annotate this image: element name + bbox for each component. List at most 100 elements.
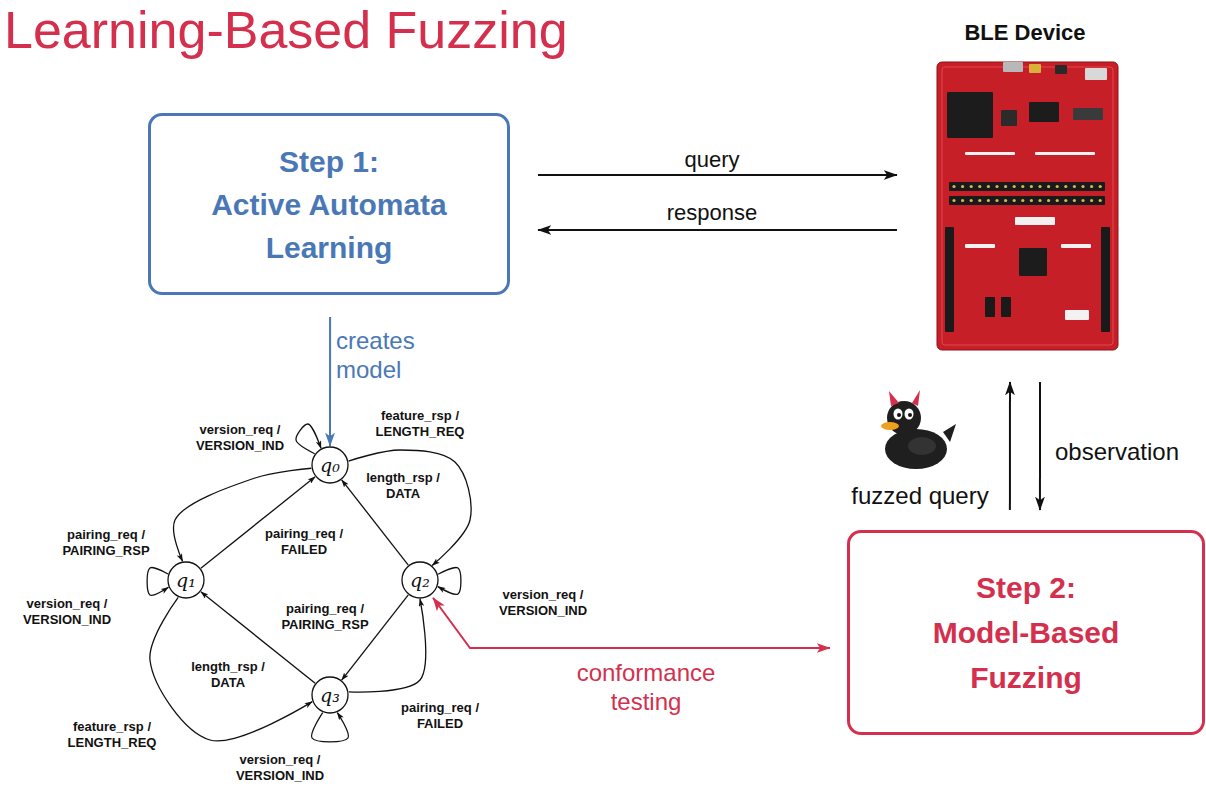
- header-pin: [1056, 199, 1059, 202]
- state-circle: q₁: [167, 561, 205, 599]
- header-pin: [1081, 199, 1084, 202]
- step-title: Active Automata Learning: [189, 183, 469, 269]
- state-name: q₀: [320, 454, 340, 476]
- duck-pupil: [908, 413, 912, 417]
- state-circle-outline: [312, 677, 348, 713]
- connector-arrow: [538, 229, 897, 231]
- edge-label: feature_rsp / LENGTH_REQ: [372, 407, 468, 440]
- connector-arrow: [433, 598, 830, 648]
- header-pin: [952, 185, 955, 188]
- duck-eye: [894, 409, 903, 420]
- edge-label: version_req / VERSION_IND: [192, 421, 288, 454]
- devil-duck-icon: [881, 390, 956, 469]
- header-pin: [1030, 199, 1033, 202]
- header-pin: [1099, 199, 1102, 202]
- header-pin: [970, 185, 973, 188]
- header-pin: [1073, 199, 1076, 202]
- board-part: [949, 196, 1105, 205]
- state-circle: q₃: [311, 676, 349, 714]
- process-box: Step 1:Active Automata Learning: [148, 113, 510, 295]
- state-circle-outline: [312, 447, 348, 483]
- duck-beak: [881, 422, 899, 430]
- connector-arrow: [438, 568, 461, 595]
- step-heading: Step 2:: [976, 565, 1076, 610]
- header-pin: [1064, 199, 1067, 202]
- state-circle-outline: [402, 562, 438, 598]
- duck-pupil: [897, 413, 901, 417]
- edge-label: pairing_req / FAILED: [261, 525, 347, 558]
- header-pin: [961, 185, 964, 188]
- board-part: [1029, 102, 1059, 122]
- edge-label: pairing_req / FAILED: [397, 699, 483, 732]
- edge-label: feature_rsp / LENGTH_REQ: [64, 718, 160, 751]
- device-heading: BLE Device: [925, 12, 1125, 46]
- header-pin: [978, 185, 981, 188]
- header-pin: [1013, 185, 1016, 188]
- duck-body: [885, 429, 947, 469]
- header-pin: [1038, 199, 1041, 202]
- edge-label: creates model: [334, 326, 438, 386]
- edge-label: version_req / VERSION_IND: [232, 751, 328, 784]
- board-part: [942, 67, 1113, 345]
- header-pin: [1047, 185, 1050, 188]
- board-part: [1019, 248, 1047, 276]
- board-part: [1085, 68, 1107, 80]
- header-pin: [1064, 185, 1067, 188]
- header-pin: [1013, 199, 1016, 202]
- header-pin: [961, 199, 964, 202]
- edge-label: response: [665, 199, 760, 227]
- ble-board-illustration: [925, 12, 1125, 356]
- connector-arrow: [1009, 382, 1011, 510]
- board-part: [1001, 297, 1011, 317]
- step-heading: Step 1:: [279, 140, 379, 183]
- duck-wing: [908, 437, 936, 455]
- board-part: [1061, 244, 1091, 248]
- connector-arrow: [1039, 382, 1041, 510]
- state-circle: q₂: [401, 561, 439, 599]
- process-box: Step 2:Model-Based Fuzzing: [847, 530, 1205, 735]
- board-part: [965, 152, 1015, 155]
- board-part: [965, 244, 995, 248]
- header-pin: [1030, 185, 1033, 188]
- header-pin: [1021, 185, 1024, 188]
- header-pin: [1056, 185, 1059, 188]
- edge-label: conformance testing: [569, 658, 723, 718]
- header-pin: [978, 199, 981, 202]
- header-pin: [1073, 185, 1076, 188]
- header-pin: [987, 185, 990, 188]
- header-pin: [987, 199, 990, 202]
- board-part: [945, 227, 954, 332]
- edge-label: length_rsp / DATA: [188, 658, 269, 691]
- edge-label: pairing_req / PAIRING_RSP: [59, 526, 154, 559]
- duck-eye: [905, 409, 914, 420]
- state-circle-outline: [168, 562, 204, 598]
- connector-arrow: [349, 450, 472, 565]
- connector-arrow: [538, 174, 897, 176]
- edge-label: length_rsp / DATA: [363, 469, 444, 502]
- header-pin: [1090, 185, 1093, 188]
- board-part: [1035, 152, 1095, 155]
- header-pin: [1021, 199, 1024, 202]
- edge-label: version_req / VERSION_IND: [495, 586, 591, 619]
- header-pin: [1099, 185, 1102, 188]
- slide-title: Learning-Based Fuzzing: [4, 0, 568, 60]
- state-name: q₁: [176, 569, 196, 591]
- board-part: [1055, 65, 1067, 74]
- header-pin: [970, 199, 973, 202]
- header-pin: [995, 185, 998, 188]
- connector-arrow: [147, 568, 168, 596]
- state-name: q₃: [320, 684, 340, 706]
- header-pin: [1047, 199, 1050, 202]
- board-part: [1001, 110, 1017, 126]
- board-part: [1073, 108, 1103, 120]
- duck-horn: [912, 390, 920, 406]
- header-pin: [995, 199, 998, 202]
- state-circle: q₀: [311, 446, 349, 484]
- board-part: [947, 92, 993, 138]
- edge-label: query: [682, 146, 741, 174]
- board-part: [1003, 62, 1023, 72]
- connector-arrow: [329, 317, 331, 446]
- header-pin: [1004, 199, 1007, 202]
